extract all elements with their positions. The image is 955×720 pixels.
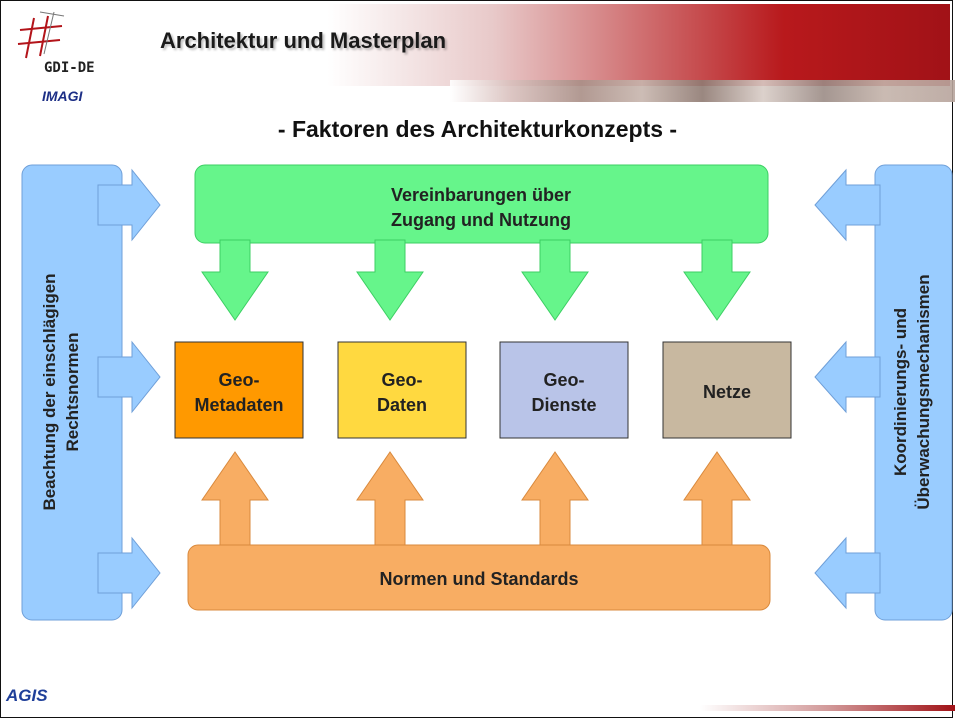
green-arrow-3 (521, 239, 589, 321)
box-geo-metadaten-line1: Geo- (218, 370, 259, 390)
right-bar-line2: Überwachungsmechanismen (914, 274, 933, 509)
right-bar-line1: Koordinierungs- und (891, 308, 910, 476)
right-arrow-middle (814, 340, 881, 414)
green-arrow-1 (201, 239, 269, 321)
green-arrow-4 (683, 239, 751, 321)
orange-arrow-1 (201, 451, 269, 549)
box-geo-metadaten (174, 341, 304, 439)
top-green-box (194, 164, 769, 244)
left-arrow-bottom (97, 536, 161, 610)
green-arrow-2 (356, 239, 424, 321)
gdi-de-logo: GDI-DE IMAGI (14, 8, 124, 108)
logo-gdi-text: GDI-DE (44, 60, 95, 76)
bottom-orange-box (187, 544, 771, 611)
bottom-box-label: Normen und Standards (379, 569, 578, 589)
slide-title: Architektur und Masterplan (160, 28, 447, 53)
box-geo-dienste-line2: Dienste (531, 395, 596, 415)
box-netze (662, 341, 792, 439)
left-arrow-middle (97, 340, 161, 414)
logo-imagi-text: IMAGI (42, 88, 83, 104)
footer-line (700, 705, 955, 711)
header-band (120, 4, 950, 86)
box-geo-dienste-line1: Geo- (543, 370, 584, 390)
left-bar-line2: Rechtsnormen (63, 332, 82, 451)
top-box-line1: Vereinbarungen über (391, 185, 571, 205)
orange-arrow-3 (521, 451, 589, 549)
box-geo-daten (337, 341, 467, 439)
header-photo-strip (450, 80, 955, 102)
orange-arrow-4 (683, 451, 751, 549)
left-bar-line1: Beachtung der einschlägigen (40, 273, 59, 510)
orange-arrow-2 (356, 451, 424, 549)
left-arrow-top (97, 168, 161, 242)
box-geo-daten-line2: Daten (377, 395, 427, 415)
slide-subtitle: - Faktoren des Architekturkonzepts - (277, 116, 678, 142)
box-geo-daten-line1: Geo- (381, 370, 422, 390)
right-arrow-top (814, 168, 881, 242)
right-arrow-bottom (814, 536, 881, 610)
agis-logo: AGIS (6, 686, 48, 705)
hash-logo-icon (17, 11, 65, 59)
box-geo-dienste (499, 341, 629, 439)
box-netze-label: Netze (703, 382, 751, 402)
top-box-line2: Zugang und Nutzung (391, 210, 571, 230)
box-geo-metadaten-line2: Metadaten (194, 395, 283, 415)
